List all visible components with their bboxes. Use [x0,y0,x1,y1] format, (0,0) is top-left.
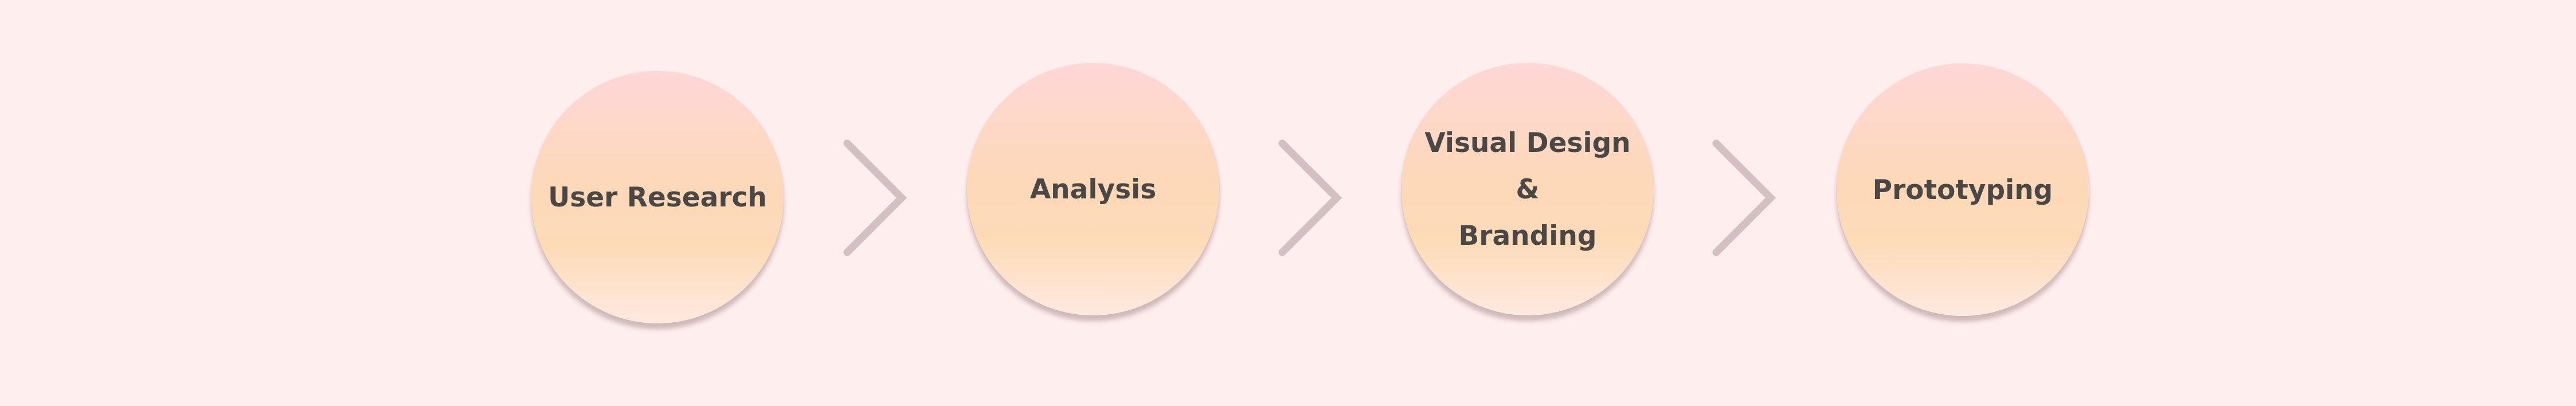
step-user-research: User Research [531,71,784,323]
step-analysis: Analysis [967,63,1219,315]
step-label: Prototyping [1872,174,2053,206]
chevron-right-icon [1278,139,1342,256]
step-label-line-1: Visual Design [1424,127,1631,159]
step-visual-design-branding: Visual Design & Branding [1401,63,1654,315]
step-label-line-3: Branding [1458,220,1597,252]
step-prototyping: Prototyping [1837,64,2089,316]
step-label: User Research [548,181,767,213]
chevron-right-icon [843,139,907,256]
step-label-line-2: & [1516,173,1540,205]
chevron-right-icon [1712,139,1776,256]
step-label: Analysis [1029,173,1157,205]
